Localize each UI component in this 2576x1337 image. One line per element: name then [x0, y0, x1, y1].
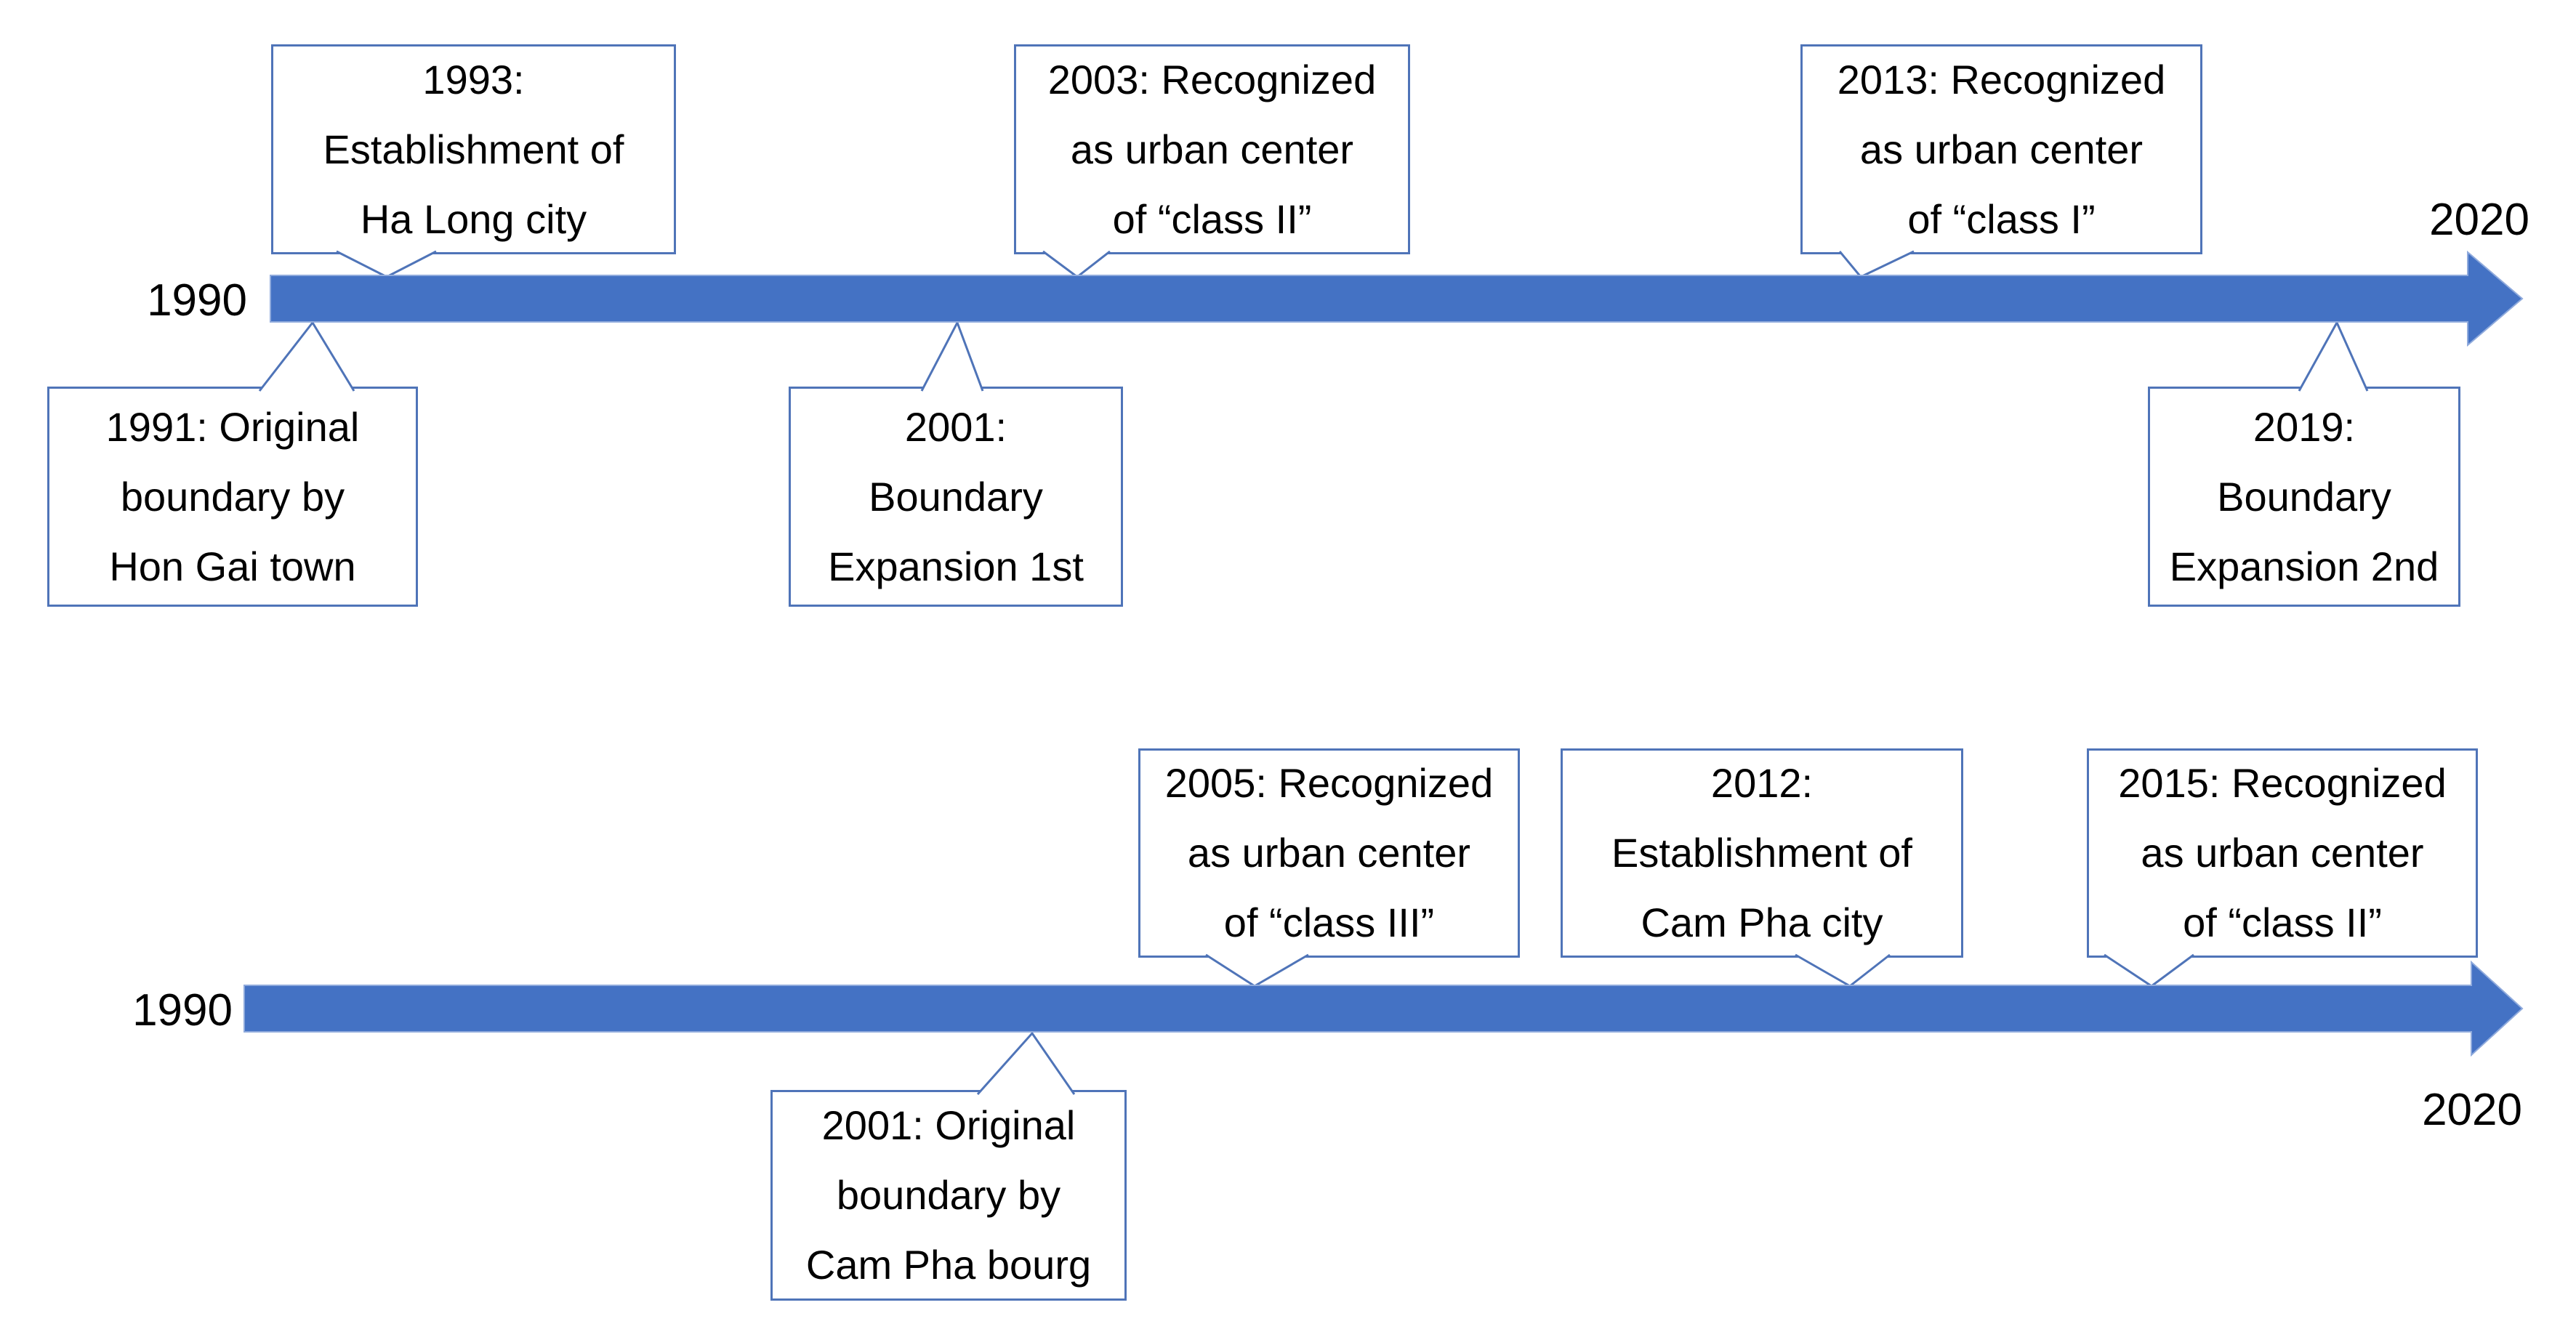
timeline-arrow-bottom — [243, 960, 2524, 1057]
year-label-end-top: 2020 — [2429, 195, 2529, 245]
year-label-start-top: 1990 — [147, 275, 247, 326]
event-callout-2019: 2019: Boundary Expansion 2nd — [2148, 387, 2460, 607]
event-text-2012: 2012: Establishment of Cam Pha city — [1611, 760, 1912, 945]
event-callout-1993: 1993: Establishment of Ha Long city — [271, 44, 676, 254]
year-label-end-bottom: 2020 — [2422, 1085, 2522, 1135]
callout-tail-2012 — [1795, 953, 1891, 987]
event-text-2001-top: 2001: Boundary Expansion 1st — [828, 403, 1084, 589]
event-text-1991: 1991: Original boundary by Hon Gai town — [105, 403, 360, 589]
event-callout-2001-bottom: 2001: Original boundary by Cam Pha bourg — [770, 1090, 1127, 1301]
callout-tail-2003 — [1042, 250, 1111, 278]
timeline-arrow-top — [270, 250, 2524, 347]
callout-tail-2001-top — [920, 320, 984, 392]
callout-tail-2015 — [2104, 953, 2194, 987]
event-callout-2001-top: 2001: Boundary Expansion 1st — [789, 387, 1123, 607]
event-callout-2005: 2005: Recognized as urban center of “cla… — [1138, 748, 1520, 958]
callout-tail-2019 — [2298, 320, 2369, 392]
event-text-2015: 2015: Recognized as urban center of “cla… — [2118, 760, 2447, 945]
event-callout-2013: 2013: Recognized as urban center of “cla… — [1800, 44, 2202, 254]
callout-tail-2005 — [1205, 953, 1309, 987]
event-callout-2015: 2015: Recognized as urban center of “cla… — [2087, 748, 2478, 958]
event-text-2013: 2013: Recognized as urban center of “cla… — [1837, 56, 2166, 242]
event-text-1993: 1993: Establishment of Ha Long city — [323, 56, 624, 242]
event-callout-2003: 2003: Recognized as urban center of “cla… — [1014, 44, 1410, 254]
event-text-2005: 2005: Recognized as urban center of “cla… — [1164, 760, 1494, 945]
event-text-2003: 2003: Recognized as urban center of “cla… — [1047, 56, 1377, 242]
event-text-2019: 2019: Boundary Expansion 2nd — [2169, 403, 2439, 589]
callout-tail-1991 — [258, 320, 355, 392]
event-callout-2012: 2012: Establishment of Cam Pha city — [1561, 748, 1963, 958]
callout-tail-1993 — [336, 250, 437, 278]
callout-tail-2013 — [1838, 250, 1915, 278]
event-callout-1991: 1991: Original boundary by Hon Gai town — [47, 387, 418, 607]
year-label-start-bottom: 1990 — [132, 985, 233, 1035]
callout-tail-2001-bottom — [976, 1031, 1076, 1095]
event-text-2001-bottom: 2001: Original boundary by Cam Pha bourg — [805, 1102, 1092, 1288]
